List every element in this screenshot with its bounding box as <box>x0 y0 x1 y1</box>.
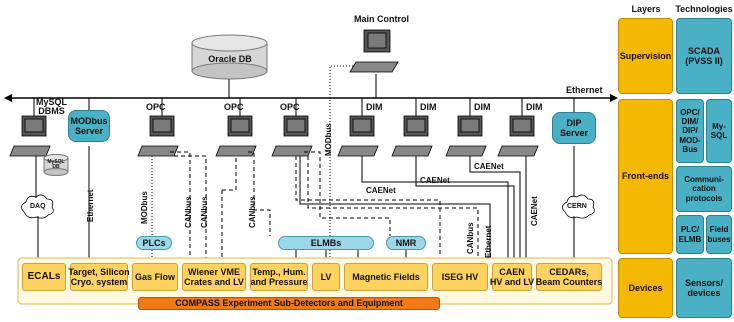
mysql-db-cylinder <box>43 154 69 176</box>
dip-server-node: DIP Server <box>552 112 596 144</box>
device-temp-label: Temp., Hum. and Pressure <box>250 266 308 287</box>
technologies-header: Technologies <box>675 4 733 14</box>
device-wiener-vme: Wiener VME Crates and LV <box>182 263 246 291</box>
layer-supervision: Supervision <box>618 18 673 94</box>
compass-banner: COMPASS Experiment Sub-Detectors and Equ… <box>138 297 440 310</box>
device-ecals: ECALs <box>22 263 66 291</box>
device-lv-label: LV <box>320 271 332 282</box>
cern-label: CERN <box>567 203 587 210</box>
oracle-db-label: Oracle DB <box>208 54 252 64</box>
opc-label-3: OPC <box>280 102 300 112</box>
dip-server-label: DIP Server <box>559 117 589 138</box>
tech-plc-elmb-label: PLC/ ELMB <box>678 225 702 244</box>
nmr-pill: NMR <box>386 236 426 250</box>
caenet-4-label: CAENet <box>530 196 539 226</box>
tech-sensors-label: Sensors/ devices <box>684 277 724 298</box>
modbus-main-label: MODbus <box>324 123 333 156</box>
canbus-iseg-label: CANbus <box>466 222 475 254</box>
elmbs-pill: ELMBs <box>278 236 374 250</box>
tech-mysql: My- SQL <box>706 99 732 163</box>
daq-label: DAQ <box>30 203 46 210</box>
tech-opc-dim: OPC/ DIM/ DIP/ MOD- Bus <box>676 99 704 163</box>
compass-banner-label: COMPASS Experiment Sub-Detectors and Equ… <box>175 298 403 309</box>
device-gas-flow-label: Gas Flow <box>134 271 175 282</box>
layer-devices: Devices <box>618 258 673 318</box>
device-cedars: CEDARs, Beam Counters <box>536 263 602 291</box>
cern-cloud <box>562 194 595 219</box>
tech-field-buses: Field buses <box>706 215 732 254</box>
layer-supervision-label: Supervision <box>619 50 672 61</box>
modbus-left-label: MODbus <box>140 191 149 224</box>
tech-comm-protocols: Communi- cation protocols <box>676 166 732 212</box>
device-magnetic-label: Magnetic Fields <box>352 271 420 282</box>
device-iseg-label: ISEG HV <box>441 271 479 282</box>
device-gas-flow: Gas Flow <box>132 263 178 291</box>
caenet-1-label: CAENet <box>366 186 396 195</box>
modbus-server-label: MODbus Server <box>70 115 108 136</box>
dim-label-3: DIM <box>474 102 491 112</box>
device-ecals-label: ECALs <box>27 271 61 283</box>
layer-devices-label: Devices <box>628 282 663 293</box>
dim-label-1: DIM <box>366 102 383 112</box>
device-wiener-label: Wiener VME Crates and LV <box>184 266 244 287</box>
opc-label-2: OPC <box>224 102 244 112</box>
ethernet-caen-label: Ethernet <box>484 225 493 258</box>
tech-mysql-label: My- SQL <box>710 121 728 140</box>
tech-scada-label: SCADA (PVSS II) <box>685 45 723 66</box>
plcs-pill: PLCs <box>136 236 172 250</box>
device-cedars-label: CEDARs, Beam Counters <box>535 266 603 287</box>
tech-field-label: Field buses <box>707 225 731 244</box>
elmbs-label: ELMBs <box>310 238 342 248</box>
opc-label-1: OPC <box>146 102 166 112</box>
main-control-label: Main Control <box>354 14 409 24</box>
ethernet-backbone-label: Ethernet <box>566 85 603 95</box>
tech-scada: SCADA (PVSS II) <box>676 18 732 94</box>
device-target-silicon: Target, Silicon Cryo. system <box>68 263 130 291</box>
device-lv: LV <box>312 263 340 291</box>
device-temp-hum: Temp., Hum. and Pressure <box>250 263 308 291</box>
mysql-dbms-label: MySQL DBMS <box>36 97 68 117</box>
tech-comm-label: Communi- cation protocols <box>684 175 724 203</box>
canbus-3-label: CANbus <box>248 196 257 228</box>
device-iseg-hv: ISEG HV <box>432 263 488 291</box>
daq-cloud <box>21 194 54 219</box>
ethernet-left-label: Ethernet <box>86 189 95 222</box>
layer-front-ends: Front-ends <box>618 99 673 254</box>
device-target-label: Target, Silicon Cryo. system <box>68 266 130 287</box>
caenet-2-label: CAENet <box>420 176 450 185</box>
backbone-arrow-left <box>4 94 12 102</box>
caenet-3-label: CAENet <box>474 162 504 171</box>
device-caen-label: CAEN HV and LV <box>489 266 535 287</box>
device-magnetic-fields: Magnetic Fields <box>344 263 428 291</box>
dim-label-2: DIM <box>420 102 437 112</box>
layers-header: Layers <box>631 4 661 14</box>
tech-opc-dim-label: OPC/ DIM/ DIP/ MOD- Bus <box>679 108 701 154</box>
canbus-1-label: CANbus <box>184 196 193 228</box>
tech-sensors: Sensors/ devices <box>676 258 732 318</box>
tech-plc-elmb: PLC/ ELMB <box>676 215 704 254</box>
backbone-arrow-right <box>610 94 618 102</box>
canbus-2-label: CANbus <box>200 196 209 228</box>
mysql-db-label: MySQL DB <box>47 159 65 171</box>
layer-front-ends-label: Front-ends <box>622 171 669 182</box>
modbus-server-node: MODbus Server <box>68 110 110 142</box>
nmr-label: NMR <box>395 238 417 248</box>
plcs-label: PLCs <box>142 238 166 248</box>
oracle-db-cylinder <box>191 34 268 98</box>
device-caen: CAEN HV and LV <box>489 263 535 291</box>
dim-label-4: DIM <box>526 102 543 112</box>
